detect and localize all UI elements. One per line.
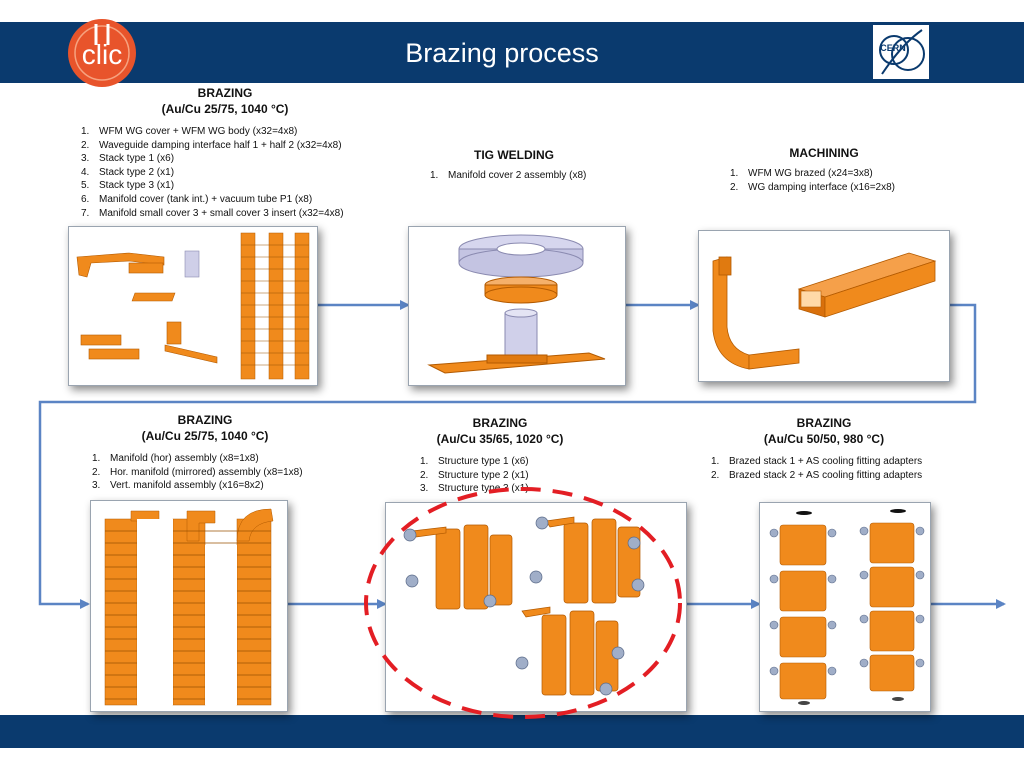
list-item-text: Manifold (hor) assembly (x8=1x8) xyxy=(110,453,259,464)
list-item-text: Waveguide damping interface half 1 + hal… xyxy=(99,139,342,151)
arrow-wrap-connector xyxy=(38,303,977,609)
list-item: 5.Stack type 3 (x1) xyxy=(81,180,175,192)
step-4-list: 1.Manifold (hor) assembly (x8=1x8) 2.Hor… xyxy=(92,452,303,493)
cern-logo: CERN xyxy=(872,24,930,80)
step-6-heading: BRAZING (Au/Cu 50/50, 980 °C) xyxy=(724,415,924,447)
list-item: 7.Manifold small cover 3 + small cover 3… xyxy=(81,207,344,219)
step-4-heading-line1: BRAZING xyxy=(177,413,233,427)
step-4-heading-line2: (Au/Cu 25/75, 1040 °C) xyxy=(141,429,269,443)
step-2-image xyxy=(408,226,626,386)
header-banner xyxy=(0,22,1024,83)
step-1-heading-line2: (Au/Cu 25/75, 1040 °C) xyxy=(161,102,289,116)
list-item-text: Vert. manifold assembly (x16=8x2) xyxy=(110,480,264,492)
step-4-image xyxy=(90,500,288,712)
list-item-text: Hor. manifold (mirrored) assembly (x8=1x… xyxy=(110,466,303,478)
list-item-text: Manifold small cover 3 + small cover 3 i… xyxy=(99,207,344,219)
step-2-list: 1.Manifold cover 2 assembly (x8) xyxy=(430,169,586,183)
step-2-heading-line1: TIG WELDING xyxy=(474,148,554,162)
list-item-text: Stack type 1 (x6) xyxy=(99,153,175,165)
list-item: 2.Structure type 2 (x1) xyxy=(420,469,529,481)
list-item: 1.Brazed stack 1 + AS cooling fitting ad… xyxy=(711,456,923,467)
highlight-ellipse xyxy=(364,487,682,719)
list-item: 1.Structure type 1 (x6) xyxy=(420,456,529,467)
step-1-image xyxy=(68,226,318,386)
list-item-text: WFM WG brazed (x24=3x8) xyxy=(748,168,873,179)
step-1-heading: BRAZING (Au/Cu 25/75, 1040 °C) xyxy=(120,85,330,117)
step-5-heading-line1: BRAZING xyxy=(472,416,528,430)
step-4-heading: BRAZING (Au/Cu 25/75, 1040 °C) xyxy=(100,412,310,444)
step-3-image xyxy=(698,230,950,382)
list-item: 3.Structure type 3 (x1) xyxy=(420,483,529,495)
list-item-text: Structure type 3 (x1) xyxy=(438,483,529,495)
step-2-heading: TIG WELDING xyxy=(414,147,614,163)
step-5-heading-line2: (Au/Cu 35/65, 1020 °C) xyxy=(436,432,564,446)
list-item-text: Stack type 2 (x1) xyxy=(99,166,175,178)
step-5-list: 1.Structure type 1 (x6) 2.Structure type… xyxy=(420,455,529,496)
list-item: 1.WFM WG brazed (x24=3x8) xyxy=(730,168,873,179)
step-5-heading: BRAZING (Au/Cu 35/65, 1020 °C) xyxy=(400,415,600,447)
list-item: 1.Manifold cover 2 assembly (x8) xyxy=(430,170,587,181)
list-item-text: Manifold cover (tank int.) + vacuum tube… xyxy=(99,193,313,205)
list-item: 2.WG damping interface (x16=2x8) xyxy=(730,181,896,193)
list-item-text: Brazed stack 2 + AS cooling fitting adap… xyxy=(729,469,923,481)
list-item-text: Stack type 3 (x1) xyxy=(99,180,175,192)
footer-banner xyxy=(0,715,1024,748)
list-item: 3.Stack type 1 (x6) xyxy=(81,153,175,165)
step-1-heading-line1: BRAZING xyxy=(197,86,253,100)
list-item: 4.Stack type 2 (x1) xyxy=(81,166,175,178)
svg-text:clic: clic xyxy=(82,39,122,70)
list-item: 1.Manifold (hor) assembly (x8=1x8) xyxy=(92,453,259,464)
page-title: Brazing process xyxy=(405,38,599,68)
step-3-list: 1.WFM WG brazed (x24=3x8) 2.WG damping i… xyxy=(730,167,895,194)
step-6-heading-line1: BRAZING xyxy=(796,416,852,430)
step-6-list: 1.Brazed stack 1 + AS cooling fitting ad… xyxy=(711,455,922,482)
list-item-text: WFM WG cover + WFM WG body (x32=4x8) xyxy=(99,126,298,137)
list-item: 1.WFM WG cover + WFM WG body (x32=4x8) xyxy=(81,126,298,137)
step-6-heading-line2: (Au/Cu 50/50, 980 °C) xyxy=(763,432,885,446)
list-item-text: Manifold cover 2 assembly (x8) xyxy=(448,170,587,181)
svg-text:CERN: CERN xyxy=(880,43,906,53)
list-item-text: WG damping interface (x16=2x8) xyxy=(748,181,896,193)
list-item: 2.Brazed stack 2 + AS cooling fitting ad… xyxy=(711,469,923,481)
list-item-text: Brazed stack 1 + AS cooling fitting adap… xyxy=(729,456,923,467)
step-5-image xyxy=(385,502,687,712)
list-item-text: Structure type 2 (x1) xyxy=(438,469,529,481)
step-3-heading-line1: MACHINING xyxy=(789,146,859,160)
list-item: 3.Vert. manifold assembly (x16=8x2) xyxy=(92,480,264,492)
step-1-list: 1.WFM WG cover + WFM WG body (x32=4x8) 2… xyxy=(81,125,344,220)
list-item: 2.Hor. manifold (mirrored) assembly (x8=… xyxy=(92,466,303,478)
list-item: 6.Manifold cover (tank int.) + vacuum tu… xyxy=(81,193,313,205)
step-6-image xyxy=(759,502,931,712)
list-item-text: Structure type 1 (x6) xyxy=(438,456,529,467)
clic-logo: clic xyxy=(67,18,137,88)
step-3-heading: MACHINING xyxy=(724,145,924,161)
list-item: 2.Waveguide damping interface half 1 + h… xyxy=(81,139,342,151)
